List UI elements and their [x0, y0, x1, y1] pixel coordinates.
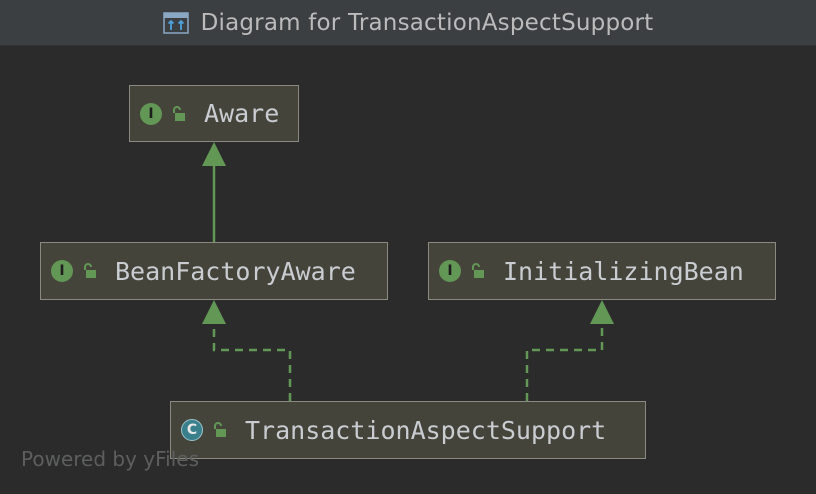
unlocked-icon [472, 263, 484, 278]
interface-icon: I [439, 260, 461, 282]
edge-transactionaspectsupport-beanfactoryaware [202, 300, 292, 401]
title-bar: Diagram for TransactionAspectSupport [0, 0, 816, 46]
yfiles-watermark: Powered by yFiles [21, 447, 199, 471]
unlocked-icon [214, 422, 226, 437]
interface-icon: I [51, 260, 73, 282]
unlocked-icon [173, 105, 185, 121]
node-label: BeanFactoryAware [115, 256, 356, 286]
node-label: InitializingBean [503, 256, 744, 286]
edge-transactionaspectsupport-initializingbean [525, 300, 614, 401]
class-diagram-icon [162, 11, 189, 34]
node-transaction-aspect-support[interactable]: C TransactionAspectSupport [170, 401, 646, 459]
window-title: Diagram for TransactionAspectSupport [200, 9, 654, 36]
edge-beanfactoryaware-aware [202, 142, 226, 242]
unlocked-icon [84, 263, 96, 278]
node-label: TransactionAspectSupport [245, 415, 607, 445]
node-label: Aware [204, 99, 280, 128]
interface-icon: I [140, 102, 162, 125]
node-bean-factory-aware[interactable]: I BeanFactoryAware [40, 242, 388, 300]
node-aware[interactable]: I Aware [129, 85, 299, 142]
node-initializing-bean[interactable]: I InitializingBean [428, 242, 776, 300]
class-icon: C [181, 419, 203, 441]
